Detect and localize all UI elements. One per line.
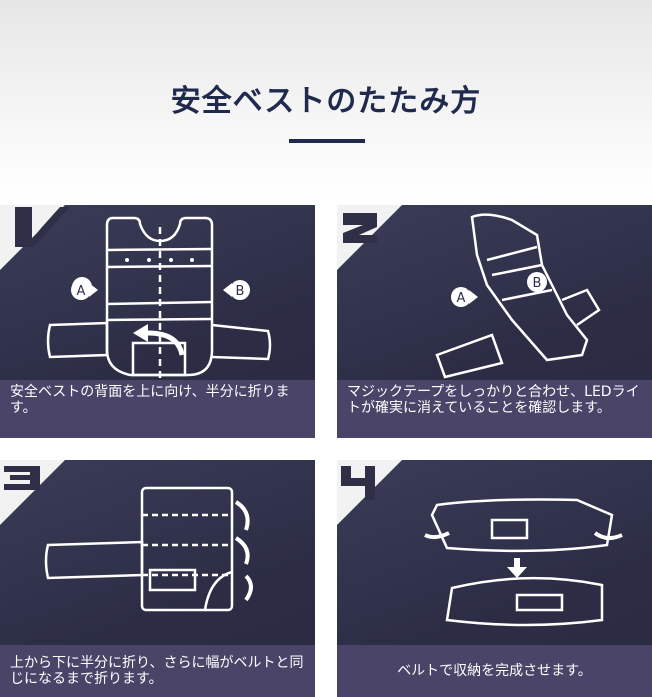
vest-illustration-3 (44, 486, 253, 612)
label-a: A (457, 291, 466, 306)
step-1-panel: A B 安全ベストの背面を上に向け、半分に折ります。 (0, 205, 315, 438)
step-1-caption: 安全ベストの背面を上に向け、半分に折ります。 (0, 380, 315, 438)
step-2-caption: マジックテープをしっかりと合わせ、LEDライトが確実に消えていることを確認します… (337, 380, 652, 438)
step-3-panel: 上から下に半分に折り、さらに幅がベルトと同じになるまで折ります。 (0, 460, 315, 697)
step-4-caption: ベルトで収納を完成させます。 (337, 645, 652, 697)
step-2-panel: A B マジックテープをしっかりと合わせ、LEDライトが確実に消えていることを確… (337, 205, 652, 438)
label-b: B (236, 284, 245, 299)
step-number-4 (337, 460, 402, 525)
vest-illustration-1: A B (46, 216, 272, 385)
label-a: A (77, 284, 86, 299)
step-number-2 (337, 205, 402, 270)
step-3-caption: 上から下に半分に折り、さらに幅がベルトと同じになるまで折ります。 (0, 645, 315, 697)
vest-illustration-4 (424, 498, 623, 627)
step-number-1 (0, 205, 70, 270)
step-number-3 (0, 460, 65, 525)
vest-illustration-2: A B (435, 213, 601, 379)
step-4-panel: ベルトで収納を完成させます。 (337, 460, 652, 697)
label-b: B (533, 276, 542, 291)
page-title: 安全ベストのたたみ方 (170, 84, 482, 119)
title-underline (289, 139, 365, 143)
